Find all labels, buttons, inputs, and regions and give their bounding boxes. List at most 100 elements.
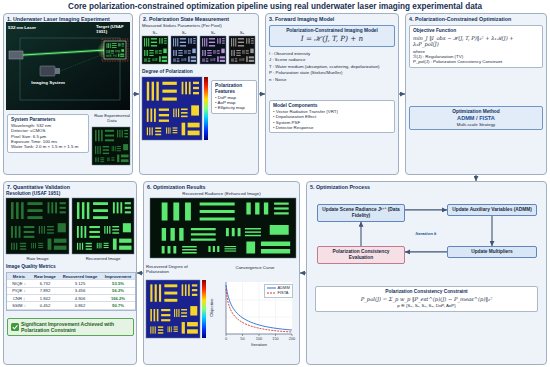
table-cell: 0.862 (59, 302, 101, 309)
diagram-title: Core polarization-constrained optimizati… (0, 2, 550, 12)
illustration-part (231, 38, 254, 62)
table-cell: 6.732 (31, 280, 59, 287)
node-text: Optimization Method (413, 109, 539, 115)
illustration-part (226, 300, 292, 301)
illustration-part (306, 181, 547, 365)
legend-line (267, 293, 276, 294)
illustration-part (226, 282, 292, 334)
node-text: P_pol(J) : Polarization Consistency Cons… (413, 59, 539, 64)
illustration-part (200, 36, 226, 64)
table-cell: Metric (7, 273, 31, 280)
image-caption: Recovered Degree of Polarization (146, 264, 210, 275)
illustration-part (150, 198, 296, 258)
node-text: • Detector Response (273, 125, 391, 130)
model-box: Polarization-Constrained Imaging ModelI … (269, 25, 395, 47)
section-label: Degree of Polarization (142, 69, 212, 75)
illustration-part (171, 36, 197, 64)
label-group: MetricRaw ImageRecovered ImageImprovemen… (6, 272, 136, 311)
photo-label: 532 nm Laser (8, 25, 38, 30)
node-text: min_J ‖I_obs − ℋ(J, T, P)‖₂² + λ₁ℛ(J) + … (413, 35, 539, 48)
illustration-part (202, 38, 225, 62)
process-box: Update Multipliers (447, 246, 537, 258)
illustration-part (11, 202, 66, 250)
label-group: Raw Image (6, 256, 69, 261)
node-text: • Ellipticity map (215, 105, 253, 110)
node-text: ℛ(J) : Regularization (TV) (413, 54, 539, 59)
section-label: Resolution (USAF 1951) (6, 191, 134, 197)
flow-arrow (360, 222, 361, 246)
table-cell: Recovered Image (59, 273, 101, 280)
node-text: Water Tank: 2.0 m × 1.5 m × 1.5 m (11, 144, 85, 149)
loop-label: Iteration k (401, 231, 451, 236)
illustration-part (242, 282, 243, 334)
dop-map (142, 77, 208, 140)
tick-label: 50 (235, 337, 251, 342)
panel-title: 3. Forward Imaging Model (269, 16, 395, 22)
node-text: P_pol(J) = Σ_p w_p ‖P_est^(p)(J) − P_mea… (319, 296, 534, 302)
constraint-box: Polarization Consistency ConstraintP_pol… (315, 286, 538, 312)
section-label: Image Quality Metrics (6, 264, 134, 270)
illustration-part (202, 280, 206, 338)
node-text: • Vector Radiative Transfer (VRT) (273, 109, 391, 114)
tick-label: 100 (251, 337, 267, 342)
label-group: Imaging System (26, 80, 70, 85)
stokes-label: S₃ (229, 30, 255, 35)
recovered-dop-map (146, 280, 206, 338)
check-icon-mark (13, 325, 18, 328)
label-group: Target (USAF 1951) (96, 24, 130, 35)
node-text: Update Auxiliary Variables (ADMM) (451, 207, 533, 213)
symbol-definition: I : Observed intensity (269, 51, 395, 57)
table-cell: Raw Image (31, 273, 59, 280)
label-group: S₂ (200, 30, 226, 35)
check-icon-ground (11, 323, 19, 331)
image-caption: Raw Image (6, 256, 69, 261)
panel-grounds (3, 13, 547, 365)
illustration-part (405, 13, 547, 175)
legend-line-sample (267, 286, 276, 290)
tick-label: 200 (284, 337, 300, 342)
table-cell: 53.5% (101, 280, 135, 287)
label-group: Recovered Radiance (Enhanced Image) (146, 191, 297, 196)
axis-title: Objective (209, 288, 214, 328)
stokes-label: S₁ (171, 30, 197, 35)
label-group: S₃ (229, 30, 255, 35)
table-cell: CNR ↑ (7, 295, 31, 302)
label-group: 50 (235, 337, 251, 342)
chart-legend: ADMMFISTA (264, 284, 293, 298)
illustration-part (3, 181, 137, 365)
node-text: Significant Improvement Achieved with Po… (21, 321, 130, 333)
label-group: Iteration (237, 342, 281, 347)
panel-title: 6. Optimization Results (147, 184, 296, 190)
illustration-part (6, 198, 69, 254)
laser-setup-photo (6, 22, 130, 110)
table-cell: 56.2% (101, 288, 135, 295)
label-group: S₀ (142, 30, 168, 35)
parameter-box: System ParametersWavelength: 532 nmDetec… (7, 114, 89, 153)
node-text: Detector: sCMOS (11, 128, 85, 133)
illustration-part (150, 198, 296, 258)
photo-label: Imaging System (26, 80, 70, 85)
node-text: • AoP map (215, 100, 253, 105)
label-group: Objective (209, 288, 214, 328)
flow-arrow (405, 251, 447, 252)
flow-arrow (491, 216, 492, 246)
table-cell: 1.842 (31, 295, 59, 302)
panel-title: 7. Quantitative Validation (7, 184, 133, 190)
node-text: ADMM / FISTA (413, 115, 539, 122)
illustration-part (23, 50, 106, 55)
illustration-part (173, 38, 196, 62)
label-group: Raw Experimental Data (92, 113, 132, 124)
table-cell: 166.2% (101, 295, 135, 302)
tick-label: 0 (218, 337, 234, 342)
illustration-part (144, 38, 167, 62)
panel-title: 4. Polarization-Constrained Optimization (409, 16, 543, 22)
illustration-part (77, 202, 132, 250)
label-group: Resolution (USAF 1951) (6, 191, 134, 197)
flow-arrow (405, 209, 447, 210)
illustration-part (265, 13, 399, 175)
image-caption: Raw Experimental Data (92, 113, 132, 124)
node-text: System Parameters (11, 117, 85, 123)
label-group: Convergence Curve (212, 265, 298, 270)
illustration-part (142, 77, 202, 140)
